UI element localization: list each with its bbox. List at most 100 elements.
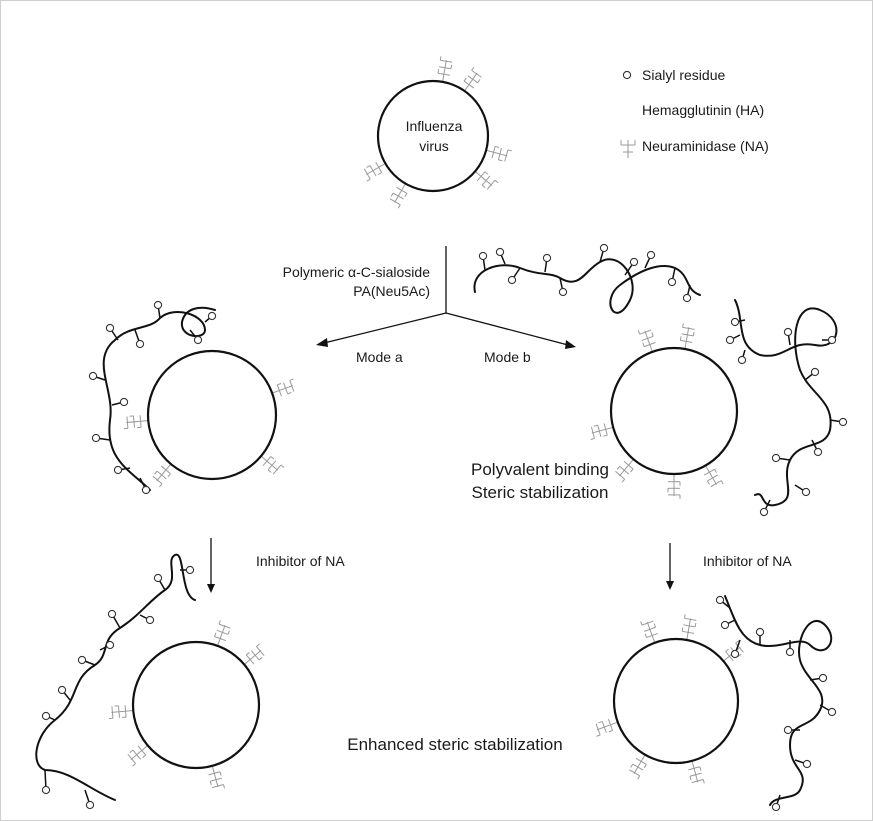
sialyl-residue (41, 711, 51, 721)
sialyl-residue (730, 317, 740, 327)
surface-protein-icon (260, 455, 285, 475)
virus-label-line1: Influenza (406, 118, 463, 134)
surface-protein-icon (123, 415, 149, 430)
sialyl-residue (57, 685, 67, 695)
sialyl-residue (725, 335, 735, 345)
virus-mode-b (609, 346, 739, 476)
sialyl-residue (759, 507, 769, 517)
surface-protein-icon (688, 760, 705, 784)
sialyl-residue (85, 800, 95, 810)
surface-protein-icon (595, 719, 618, 737)
virus-mode-a (146, 349, 278, 481)
surface-protein-icon (615, 458, 634, 483)
mode-b-arrow (445, 312, 569, 346)
inhibitor-right-label: Inhibitor of NA (703, 553, 792, 569)
surface-protein-icon (127, 745, 149, 767)
surface-protein-icon (590, 423, 614, 441)
sialyl-residue (88, 371, 98, 381)
polymer-mode-b (725, 299, 848, 517)
sialyl-residue (827, 335, 837, 345)
surface-protein-icon (485, 145, 512, 162)
mode-a-label: Mode a (356, 349, 403, 365)
sialyl-residue (542, 253, 552, 263)
polymer-free (473, 243, 701, 314)
legend-neuraminidase: Neuraminidase (NA) (642, 138, 769, 154)
sialyl-residue (646, 250, 656, 260)
legend: Sialyl residue Hemagglutinin (HA) Neuram… (620, 67, 769, 158)
mode-b-arrowhead (565, 340, 576, 349)
mode-a-arrow (323, 312, 447, 344)
sialyl-residue (802, 759, 812, 769)
surface-protein-icon (637, 329, 656, 352)
sialyl-residue (682, 293, 692, 303)
surface-protein-icon (152, 463, 172, 488)
polymer-chains (35, 243, 848, 812)
enhanced-steric-stabilization-text: Enhanced steric stabilization (347, 735, 562, 754)
sialyl-residue (119, 397, 129, 407)
sialyl-residue (783, 725, 793, 735)
polymer-label-line1: Polymeric α-C-sialoside (283, 264, 431, 280)
surface-protein-icon (214, 620, 231, 646)
sialyl-residue (153, 573, 163, 583)
sialyl-residue (478, 251, 488, 261)
surface-protein-icon (208, 765, 226, 789)
surface-protein-icon (629, 754, 647, 780)
inhibitor-left-label: Inhibitor of NA (256, 553, 345, 569)
virus-enhanced-right (612, 637, 740, 765)
sialyl-residue (827, 707, 837, 717)
surface-protein-icon (437, 56, 453, 82)
mode-a-arrowhead (316, 338, 328, 347)
left-down-arrowhead (207, 584, 215, 593)
sialyl-residue (838, 417, 848, 427)
sialyl-residue (135, 339, 145, 349)
sialyl-residue (629, 257, 639, 267)
sialyl-residue (141, 485, 151, 495)
legend-hemagglutinin: Hemagglutinin (HA) (642, 102, 764, 118)
surface-protein-icon (243, 643, 265, 665)
polyvalent-binding-text: Polyvalent binding (471, 460, 609, 479)
sialyl-residue (153, 300, 163, 310)
sialyl-residue (818, 673, 828, 683)
polymer-label-line2: PA(Neu5Ac) (353, 283, 430, 299)
virus-enhanced-left (131, 640, 261, 770)
sialyl-residue (77, 655, 87, 665)
sialyl-residue (785, 647, 795, 657)
sialyl-residue-icon (622, 70, 632, 80)
surface-proteins (108, 56, 744, 789)
sialyl-residue (145, 615, 155, 625)
mode-split-arrows (316, 246, 576, 349)
sialyl-residue (105, 323, 115, 333)
sialyl-residue (715, 595, 725, 605)
surface-protein-icon (463, 66, 482, 92)
sialyl-residue (105, 640, 115, 650)
sialyl-residue (771, 453, 781, 463)
sialyl-residue (558, 287, 568, 297)
steric-stabilization-text: Steric stabilization (471, 483, 608, 502)
surface-protein-icon (703, 465, 724, 488)
surface-protein-icon (679, 323, 695, 350)
sialyl-residue (771, 802, 781, 812)
neuraminidase-icon (620, 140, 636, 158)
sialyl-residue (737, 355, 747, 365)
sialyl-residue (755, 627, 765, 637)
sialyl-residue (507, 275, 517, 285)
sialyl-residue (813, 447, 823, 457)
surface-protein-icon (271, 378, 295, 397)
virus-label-line2: virus (419, 138, 449, 154)
sialyl-residue (801, 487, 811, 497)
mode-b-label: Mode b (484, 349, 531, 365)
sialyl-residue (810, 367, 820, 377)
surface-protein-icon (640, 620, 658, 643)
influenza-virus-top (376, 79, 490, 193)
sialyl-residue (730, 649, 740, 659)
polymer-enhanced-left (35, 553, 196, 810)
surface-protein-icon (108, 705, 134, 720)
surface-protein-icon (667, 474, 681, 499)
sialyl-residue (185, 565, 195, 575)
sialyl-residue (41, 785, 51, 795)
sialyl-residue (599, 243, 609, 253)
right-down-arrowhead (666, 581, 674, 590)
surface-protein-icon (681, 614, 697, 641)
sialyl-residue (107, 609, 117, 619)
